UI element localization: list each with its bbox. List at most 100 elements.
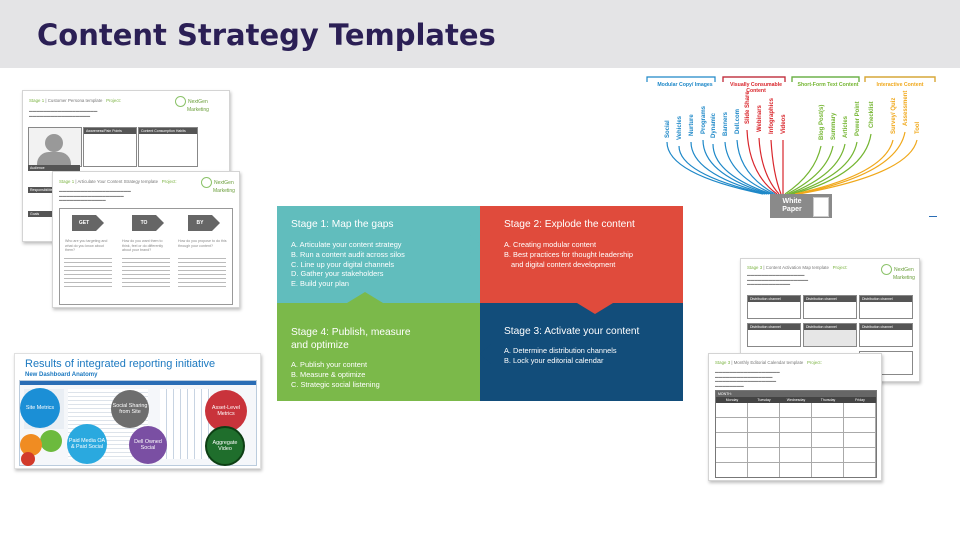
bubble-red-small [21, 452, 35, 466]
leaf-blog-posts: Blog Post(s) [819, 104, 825, 140]
row-header: Audience [28, 165, 80, 171]
category-modular: Modular Copy/ Images [657, 82, 713, 88]
question-2: How do you want them to think, feel or d… [122, 239, 164, 253]
category-interactive: Interactive Content [876, 82, 924, 88]
month-label: MONTH: [716, 391, 876, 397]
calendar-template-thumbnail[interactable]: Stage 3 | Monthly Editorial Calendar tem… [708, 353, 882, 481]
step-by: BY [188, 215, 220, 231]
get-to-by-panel: GET TO BY Who are you targeting and what… [59, 208, 233, 305]
bubble-social-sharing: Social Sharing from Site [111, 390, 149, 428]
stage-2-item: and digital content development [511, 259, 616, 269]
person-silhouette-icon [45, 134, 63, 152]
distribution-channel-cell: Distribution channel [804, 296, 856, 302]
stage-1-panel: Stage 1: Map the gaps A. Articulate your… [291, 218, 471, 289]
day-header: Thursday [820, 398, 836, 402]
stage-3-title: Stage 3: Activate your content [504, 326, 640, 337]
reporting-subtitle: New Dashboard Anatomy [25, 372, 98, 378]
distribution-channel-cell: Distribution channel [748, 324, 800, 330]
stage-4-item: A. Publish your content [291, 360, 368, 369]
stage-3-panel: Stage 3: Activate your content A. Determ… [504, 325, 679, 366]
leaf-tool: Tool [915, 121, 921, 134]
day-header: Tuesday [757, 398, 771, 402]
title-bar: Content Strategy Templates [0, 0, 960, 68]
stage-2-item: B. Best practices for thought leadership [504, 249, 633, 259]
leaf-assessment: Assessment [903, 90, 909, 126]
question-1: Who are you targeting and what do you kn… [65, 239, 108, 253]
stage-3-tile [480, 303, 683, 401]
calendar-template-heading: Stage 3 | Monthly Editorial Calendar tem… [715, 360, 822, 365]
stage-1-item: B. Run a content audit across silos [291, 249, 405, 259]
persona-template-heading: Stage 1 | Customer Persona template Proj… [29, 98, 121, 103]
reporting-dashboard-thumbnail[interactable]: Results of integrated reporting initiati… [14, 353, 261, 469]
leaf-webinars: Webinars [757, 105, 763, 132]
leaf-slide-share: Slide Share [745, 91, 751, 124]
category-short-form: Short-Form Text Content [797, 82, 859, 88]
leaf-banners: Banners [723, 111, 729, 136]
leaf-nurture: Nurture [689, 114, 695, 136]
activation-template-heading: Stage 3 | Content Activation Map templat… [747, 265, 848, 270]
content-tree-branches [646, 76, 936, 195]
persona-photo-box [28, 127, 82, 167]
stage-1-tile [277, 206, 480, 303]
stage-diagram-shapes [277, 206, 683, 401]
day-header: Friday [855, 398, 865, 402]
leaf-power-point: Power Point [855, 101, 861, 136]
calendar-grid: MONTH: Monday Tuesday Wednesday Thursday… [715, 390, 877, 478]
stage-4-item: C. Strategic social listening [291, 379, 380, 389]
strategy-template-thumbnail[interactable]: Stage 1 | Articulate Your Content Strate… [52, 171, 240, 308]
distribution-channel-cell: Distribution channel [748, 296, 800, 302]
stage-1-item: C. Line up your digital channels [291, 259, 395, 269]
stage-2-tile [480, 206, 683, 303]
bubble-asset-metrics: Asset-Level Metrics [205, 390, 247, 432]
bubble-dell-owned: Dell Owned Social [129, 426, 167, 464]
slide-title: Content Strategy Templates [37, 18, 496, 52]
decor-dash [929, 216, 937, 217]
column-header: Awareness/Pain Points [84, 128, 136, 134]
question-3: How do you propose to do this through yo… [178, 239, 227, 248]
leaf-videos: Videos [781, 114, 787, 134]
leaf-survey-quiz: Survey/ Quiz [891, 97, 897, 134]
stage-4-item: B. Measure & optimize [291, 369, 366, 379]
step-to: TO [132, 215, 164, 231]
stage-3-item: B. Lock your editorial calendar [504, 355, 604, 365]
distribution-channel-cell: Distribution channel [860, 324, 912, 330]
leaf-summary: Summary [831, 112, 837, 140]
stage-1-item: E. Build your plan [291, 279, 349, 289]
stage-4-tile [277, 303, 480, 401]
bubble-paid-media: Paid Media OA & Paid Social [67, 424, 107, 464]
stage-2-item: A. Creating modular content [504, 240, 597, 249]
leaf-dynamic: Dynamic [711, 112, 717, 138]
day-header: Monday [725, 398, 739, 402]
category-visual: Visually Consumable Content [729, 82, 783, 94]
reporting-title: Results of integrated reporting initiati… [25, 358, 216, 370]
distribution-channel-cell: Distribution channel [860, 296, 912, 302]
stage-2-title: Stage 2: Explode the content [504, 219, 635, 230]
leaf-programs: Programs [701, 105, 707, 134]
leaf-articles: Articles [843, 115, 849, 138]
bubble-orange [20, 434, 42, 456]
document-icon [813, 197, 829, 217]
leaf-social: Social [665, 120, 671, 138]
strategy-template-heading: Stage 1 | Articulate Your Content Strate… [59, 179, 177, 184]
distribution-channel-cell: Distribution channel [804, 324, 856, 330]
stage-1-item: A. Articulate your content strategy [291, 240, 402, 249]
stage-2-panel: Stage 2: Explode the content A. Creating… [504, 218, 679, 269]
root-label: White Paper [782, 198, 802, 213]
stage-1-title: Stage 1: Map the gaps [291, 219, 394, 230]
leaf-dell-com: Dell.com [735, 108, 741, 134]
bubble-site-metrics: Site Metrics [20, 388, 60, 428]
bubble-aggregate-video: Aggregate Video [205, 426, 245, 466]
stage-3-item: A. Determine distribution channels [504, 346, 617, 355]
leaf-infographics: Infographics [769, 97, 775, 134]
leaf-checklist: Checklist [869, 101, 875, 128]
day-header: Wednesday [786, 398, 806, 402]
leaf-vehicles: Vehicles [677, 115, 683, 140]
stage-diagram: Stage 1: Map the gaps A. Articulate your… [277, 206, 683, 401]
content-tree: Modular Copy/ Images Visually Consumable… [645, 74, 940, 224]
stage-1-item: D. Gather your stakeholders [291, 269, 384, 279]
